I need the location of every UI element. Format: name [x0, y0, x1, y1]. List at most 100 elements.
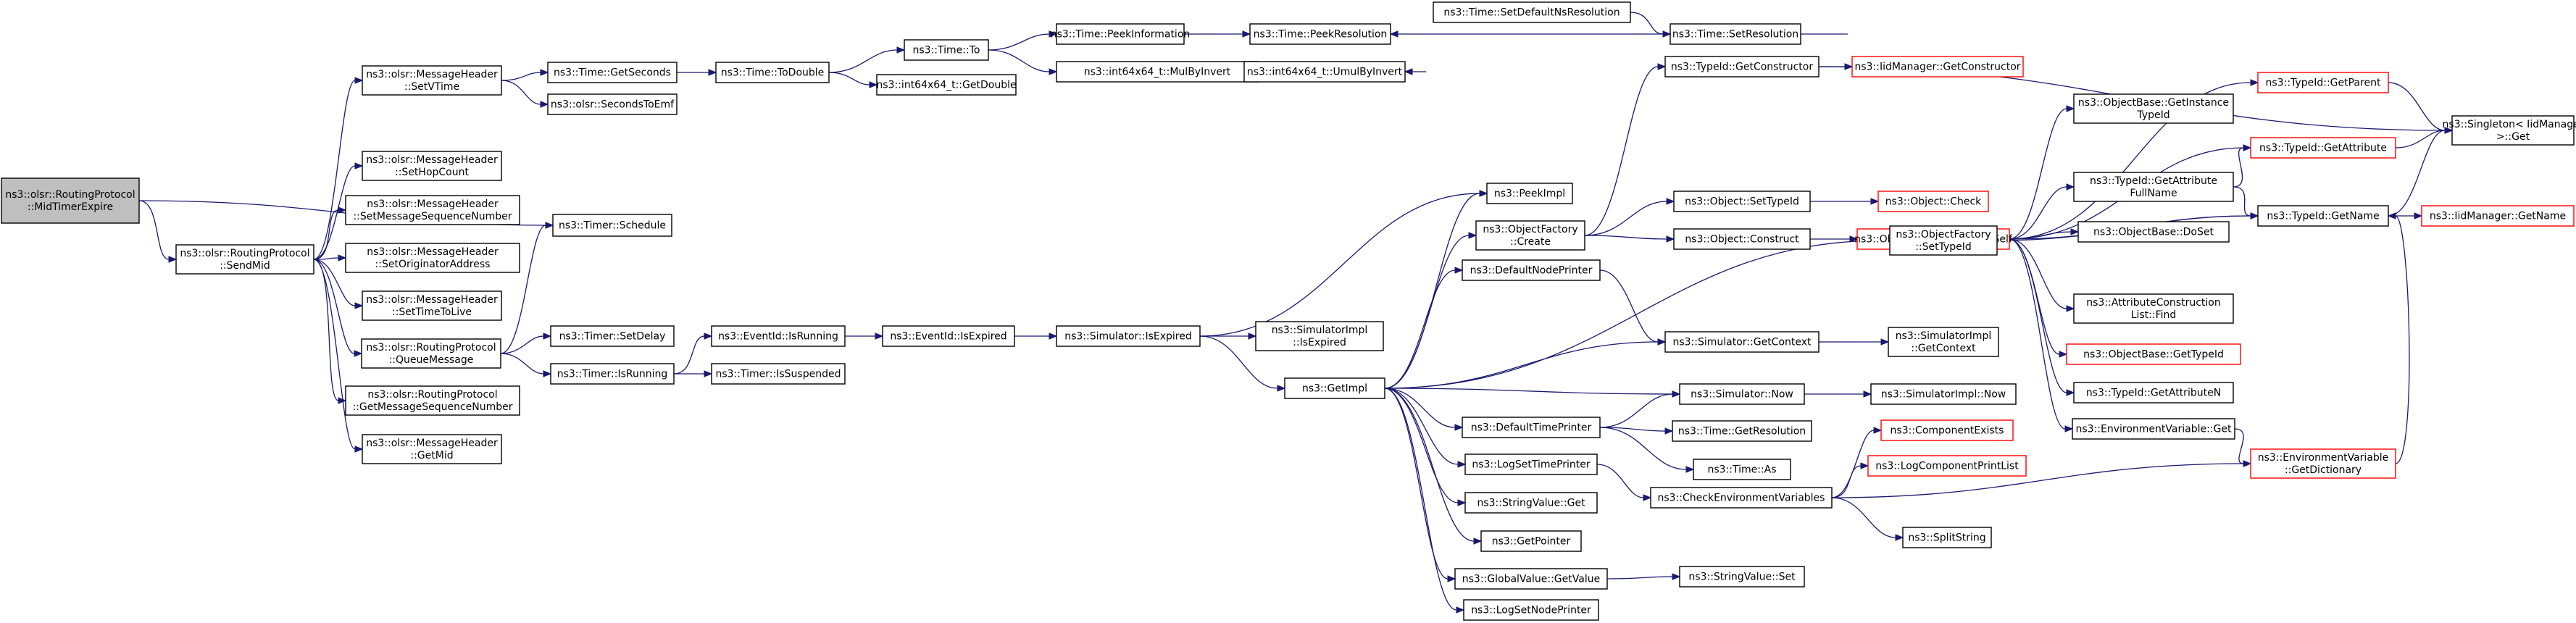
node-ns3-object-check[interactable]: ns3::Object::Check [1877, 191, 1989, 212]
node-box [345, 243, 520, 273]
edge-arrowhead [543, 333, 552, 340]
node-ns3-simulatorimpl-now[interactable]: ns3::SimulatorImpl::Now [1870, 383, 2017, 405]
node-box [1056, 61, 1259, 83]
edge-arrowhead [1666, 198, 1675, 205]
node-ns3-olsr-messageheader-settimetolive[interactable]: ns3::olsr::MessageHeader::SetTimeToLive [362, 290, 502, 321]
node-box [362, 290, 502, 321]
node-ns3-olsr-secondstoemf[interactable]: ns3::olsr::SecondsToEmf [547, 93, 678, 115]
edge-arrowhead [1389, 30, 1399, 38]
node-ns3-environmentvariable-get[interactable]: ns3::EnvironmentVariable::Get [2072, 418, 2235, 440]
node-box [1284, 377, 1385, 399]
node-label: ns3::Time::SetResolution [1672, 29, 1798, 41]
node-ns3-simulator-now[interactable]: ns3::Simulator::Now [1679, 383, 1805, 405]
node-box [1650, 487, 1833, 509]
node-ns3-getimpl[interactable]: ns3::GetImpl [1284, 377, 1385, 399]
node-ns3-stringvalue-set[interactable]: ns3::StringValue::Set [1679, 566, 1805, 588]
node-ns3-objectfactory-settypeid[interactable]: ns3::ObjectFactory::SetTypeId [1889, 225, 1998, 256]
edge-n3-n11 [501, 72, 541, 81]
edge-arrowhead [1880, 338, 1890, 346]
node-ns3-getpointer[interactable]: ns3::GetPointer [1480, 530, 1582, 552]
node-ns3-timer-issuspended[interactable]: ns3::Timer::IsSuspended [711, 363, 846, 385]
node-ns3-componentexists[interactable]: ns3::ComponentExists [1880, 419, 2014, 441]
node-ns3-simulator-getcontext[interactable]: ns3::Simulator::GetContext [1664, 331, 1820, 353]
node-ns3-int64x64-t-mulbyinvert[interactable]: ns3::int64x64_t::MulByInvert [1056, 61, 1259, 83]
node-ns3-typeid-getname[interactable]: ns3::TypeId::GetName [2257, 205, 2389, 227]
node-ns3-iidmanager-getconstructor[interactable]: ns3::IidManager::GetConstructor [1851, 56, 2024, 78]
node-label: ns3::Singleton< IidManager [2443, 119, 2576, 130]
node-ns3-logcomponentprintlist[interactable]: ns3::LogComponentPrintList [1867, 455, 2027, 477]
node-ns3-iidmanager-getname[interactable]: ns3::IidManager::GetName [2421, 205, 2575, 227]
node-ns3-object-settypeid[interactable]: ns3::Object::SetTypeId [1673, 191, 1811, 212]
node-box [1462, 259, 1601, 281]
node-ns3-logsettimeprinter[interactable]: ns3::LogSetTimePrinter [1464, 453, 1598, 475]
node-label: ::GetMessageSequenceNumber [352, 401, 512, 413]
node-ns3-defaulttimeprinter[interactable]: ns3::DefaultTimePrinter [1462, 417, 1601, 438]
edge-arrowhead [1404, 68, 1413, 75]
node-ns3-logsetnodeprinter[interactable]: ns3::LogSetNodePrinter [1463, 599, 1599, 621]
node-box [1679, 566, 1805, 588]
node-ns3-time-getseconds[interactable]: ns3::Time::GetSeconds [547, 62, 678, 83]
node-ns3-simulatorimpl-isexpired[interactable]: ns3::SimulatorImpl::IsExpired [1255, 321, 1384, 351]
node-ns3-typeid-getconstructor[interactable]: ns3::TypeId::GetConstructor [1664, 56, 1820, 78]
node-ns3-timer-isrunning[interactable]: ns3::Timer::IsRunning [550, 363, 675, 385]
node-ns3-typeid-getattribute[interactable]: ns3::TypeId::GetAttribute [2250, 137, 2396, 159]
node-ns3-peekimpl[interactable]: ns3::PeekImpl [1486, 183, 1573, 204]
node-ns3-object-construct[interactable]: ns3::Object::Construct [1673, 228, 1811, 250]
node-ns3-int64x64-t-umulbyinvert[interactable]: ns3::int64x64_t::UmulByInvert [1243, 61, 1406, 83]
node-box [876, 74, 1017, 96]
edge-n44-n63 [2009, 186, 2067, 240]
node-box [2073, 172, 2234, 202]
edge-n8-n2 [500, 225, 546, 354]
node-ns3-eventid-isrunning[interactable]: ns3::EventId::IsRunning [711, 325, 846, 347]
node-ns3-simulatorimpl-getcontext[interactable]: ns3::SimulatorImpl::GetContext [1888, 327, 1999, 357]
node-ns3-environmentvariable-getdictionary[interactable]: ns3::EnvironmentVariable::GetDictionary [2250, 448, 2396, 479]
edge-n29-n32 [1384, 269, 1456, 389]
node-ns3-objectfactory-create[interactable]: ns3::ObjectFactory::Create [1475, 220, 1585, 251]
node-ns3-olsr-messageheader-sethopcount[interactable]: ns3::olsr::MessageHeader::SetHopCount [362, 151, 502, 181]
node-ns3-int64x64-t-getdouble[interactable]: ns3::int64x64_t::GetDouble [876, 74, 1017, 96]
edge-arrowhead [354, 350, 363, 357]
node-ns3-olsr-messageheader-setmessagesequencenumber[interactable]: ns3::olsr::MessageHeader::SetMessageSequ… [345, 195, 520, 225]
node-ns3-olsr-messageheader-setoriginatoraddress[interactable]: ns3::olsr::MessageHeader::SetOriginatorA… [345, 243, 520, 273]
node-ns3-singleton-iidmanager-get[interactable]: ns3::Singleton< IidManager >::Get [2443, 115, 2576, 146]
node-ns3-time-to[interactable]: ns3::Time::To [904, 39, 989, 61]
node-label: ns3::int64x64_t::UmulByInvert [1247, 67, 1403, 78]
edge-n1-n6 [313, 257, 339, 260]
edge-arrowhead [2064, 425, 2074, 432]
node-ns3-defaultnodeprinter[interactable]: ns3::DefaultNodePrinter [1462, 259, 1601, 281]
node-ns3-time-setresolution[interactable]: ns3::Time::SetResolution [1670, 23, 1801, 45]
edge-n67-n68 [2388, 130, 2446, 217]
node-ns3-time-peekinformation[interactable]: ns3::Time::PeekInformation [1051, 23, 1191, 45]
node-ns3-typeid-getattributen[interactable]: ns3::TypeId::GetAttributeN [2073, 382, 2234, 404]
edge-arrowhead [1672, 573, 1681, 580]
node-ns3-eventid-isexpired[interactable]: ns3::EventId::IsExpired [882, 325, 1015, 347]
node-ns3-typeid-getparent[interactable]: ns3::TypeId::GetParent [2257, 72, 2389, 93]
edge-arrowhead [1685, 466, 1695, 473]
node-ns3-objectbase-doset[interactable]: ns3::ObjectBase::DoSet [2077, 221, 2230, 243]
node-box [711, 325, 846, 347]
node-ns3-time-setdefaultnsresolution[interactable]: ns3::Time::SetDefaultNsResolution [1433, 1, 1631, 23]
node-ns3-olsr-messageheader-getmid[interactable]: ns3::olsr::MessageHeader::GetMid [362, 434, 502, 464]
node-ns3-olsr-messageheader-setvtime[interactable]: ns3::olsr::MessageHeader::SetVTime [362, 65, 502, 96]
node-ns3-time-peekresolution[interactable]: ns3::Time::PeekResolution [1249, 23, 1391, 45]
node-ns3-objectbase-gettypeid[interactable]: ns3::ObjectBase::GetTypeId [2066, 343, 2241, 365]
node-label: ns3::AttributeConstruction [2086, 297, 2220, 309]
node-ns3-checkenvironmentvariables[interactable]: ns3::CheckEnvironmentVariables [1650, 487, 1833, 509]
node-ns3-simulator-isexpired[interactable]: ns3::Simulator::IsExpired [1056, 325, 1201, 347]
node-ns3-time-todouble[interactable]: ns3::Time::ToDouble [715, 62, 830, 83]
node-ns3-stringvalue-get[interactable]: ns3::StringValue::Get [1464, 492, 1598, 514]
node-ns3-splitstring[interactable]: ns3::SplitString [1902, 527, 1992, 548]
node-ns3-timer-setdelay[interactable]: ns3::Timer::SetDelay [550, 325, 675, 347]
node-ns3-globalvalue-getvalue[interactable]: ns3::GlobalValue::GetValue [1454, 568, 1608, 590]
node-ns3-olsr-routingprotocol-queuemessage[interactable]: ns3::olsr::RoutingProtocol::QueueMessage [361, 338, 501, 369]
edge-n33-n51 [1599, 427, 1687, 470]
edge-n66-n68 [2395, 130, 2446, 149]
node-ns3-olsr-routingprotocol-getmessagesequencenumber[interactable]: ns3::olsr::RoutingProtocol::GetMessageSe… [345, 385, 520, 416]
node-ns3-time-getresolution[interactable]: ns3::Time::GetResolution [1672, 420, 1812, 442]
node-ns3-time-as[interactable]: ns3::Time::As [1693, 459, 1791, 480]
node-ns3-olsr-routingprotocol-sendmid[interactable]: ns3::olsr::RoutingProtocol::SendMid [175, 244, 314, 275]
node-ns3-timer-schedule[interactable]: ns3::Timer::Schedule [552, 214, 672, 237]
